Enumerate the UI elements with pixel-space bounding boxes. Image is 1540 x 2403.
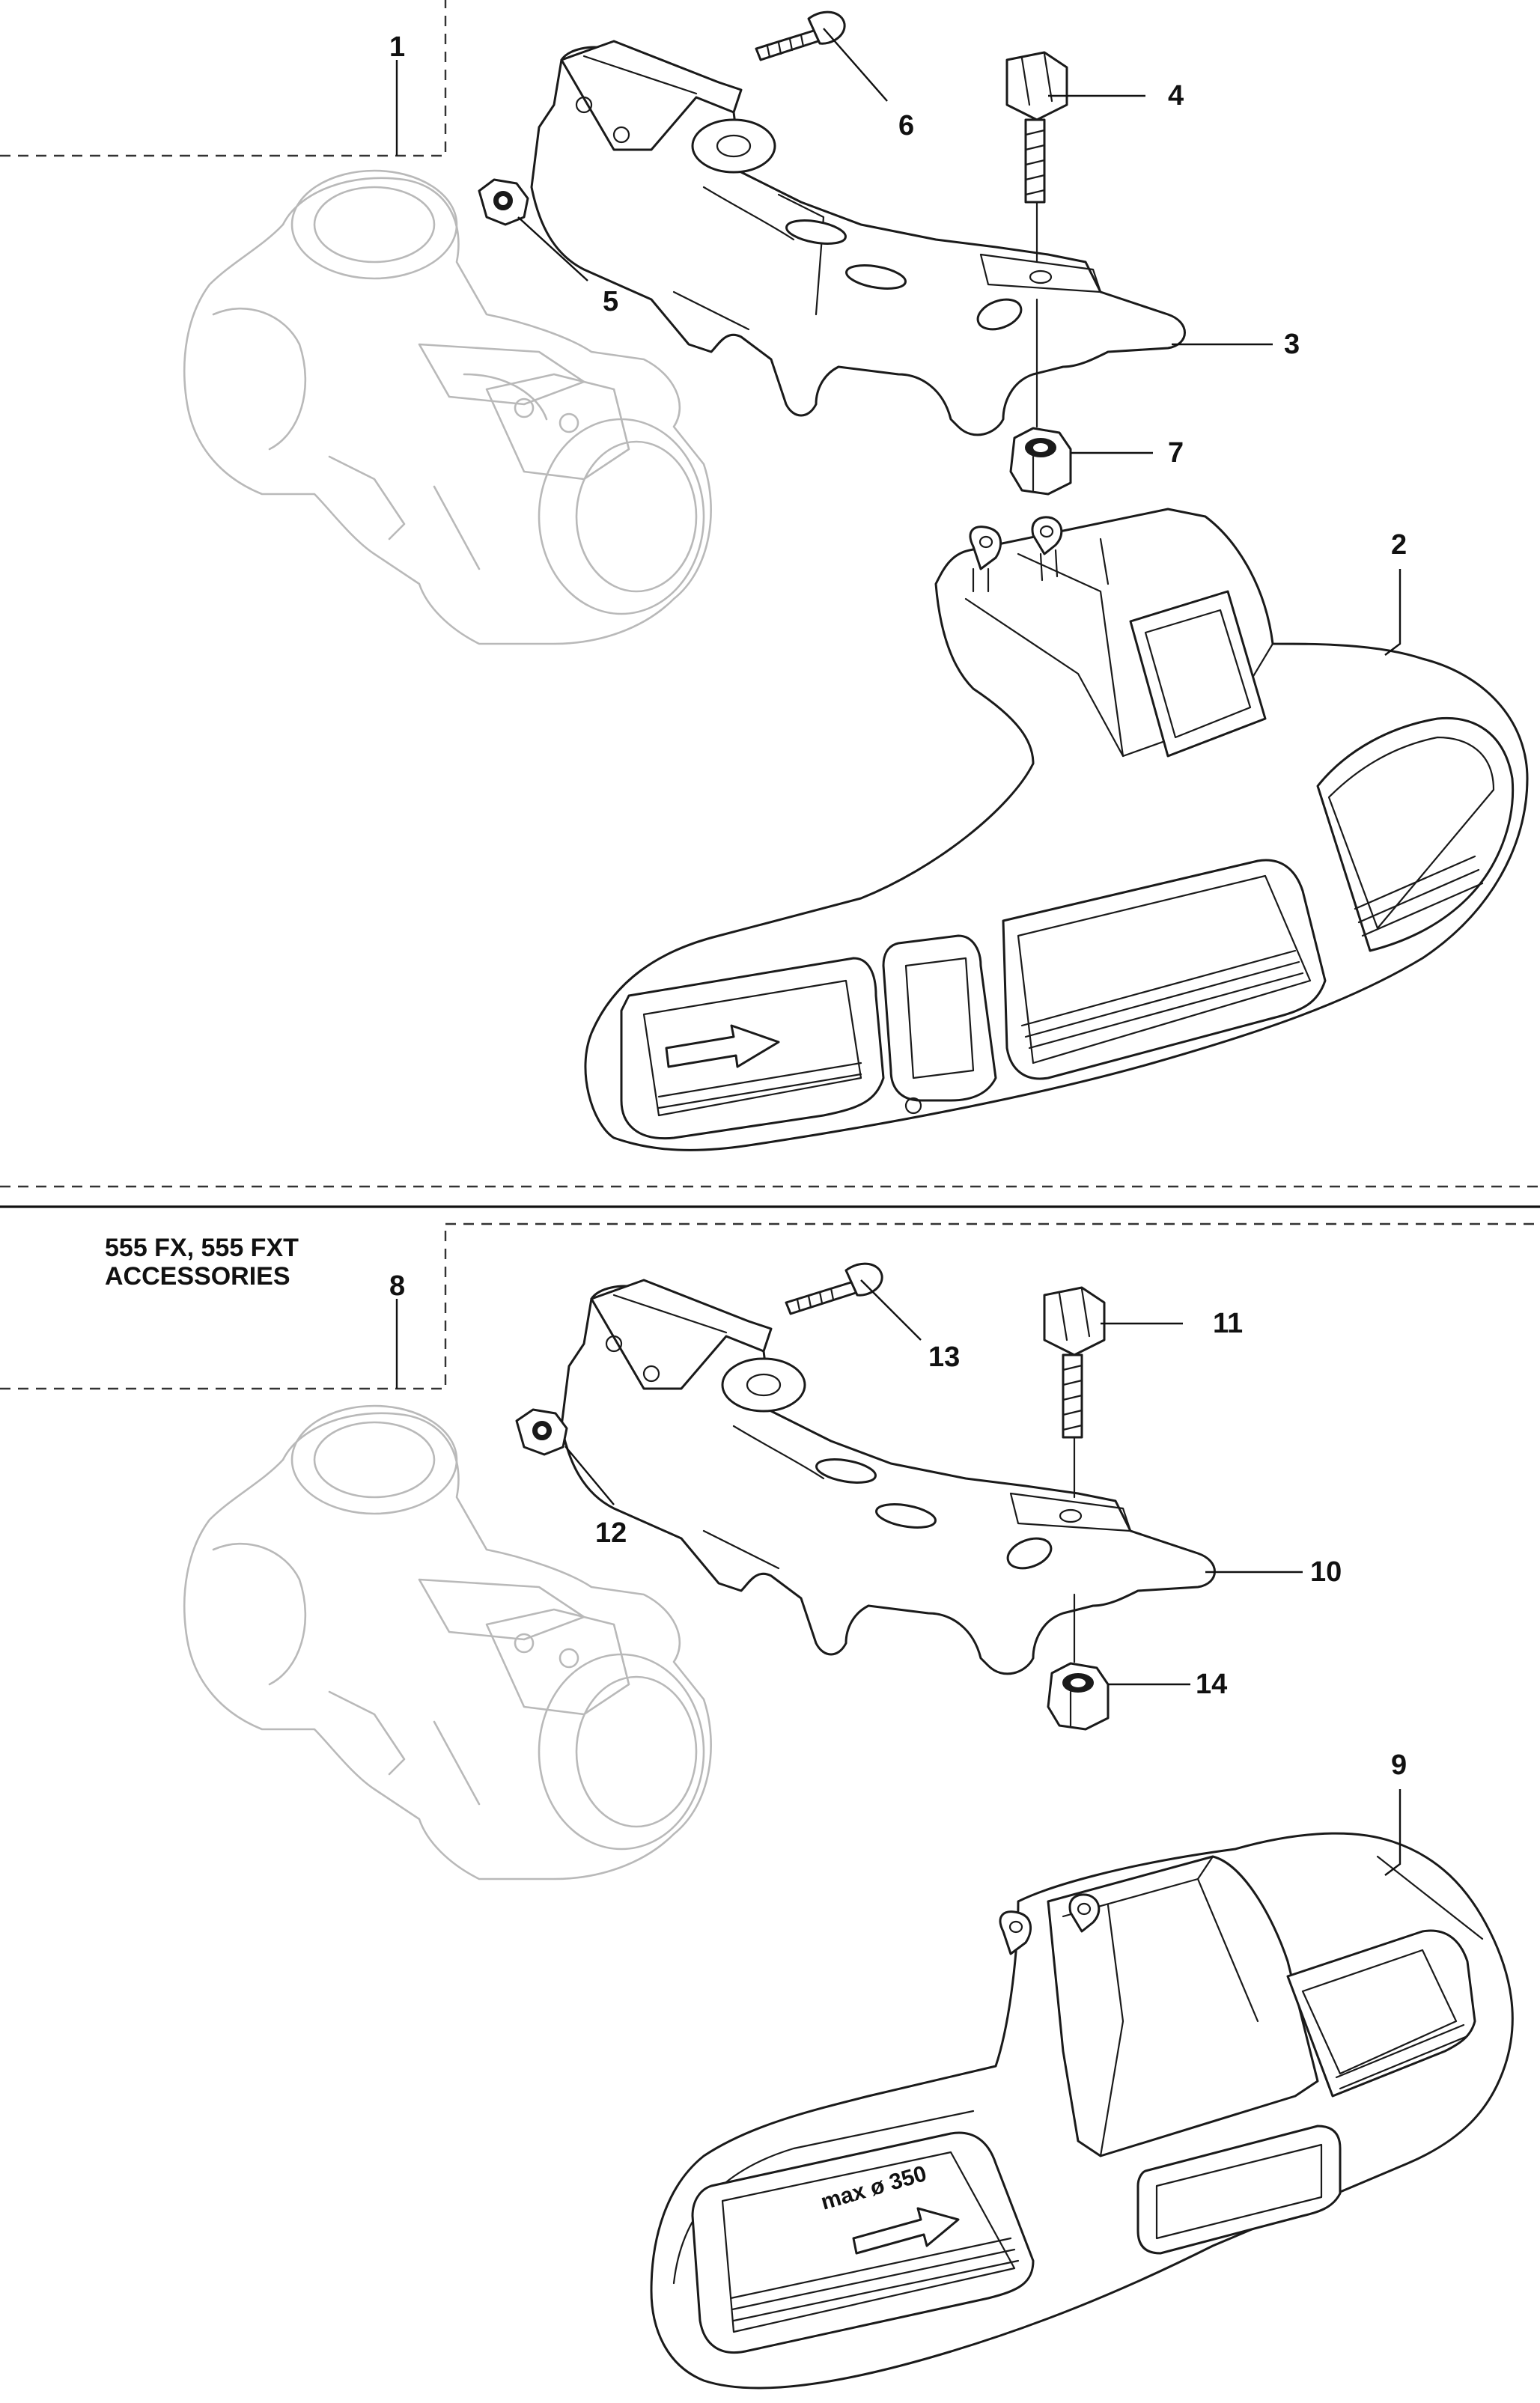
callout-6: 6 <box>898 110 914 141</box>
hex-nut-7 <box>1009 427 1072 496</box>
callout-5: 5 <box>603 286 618 317</box>
section-title-line1: 555 FX, 555 FXT <box>105 1234 299 1262</box>
callout-11: 11 <box>1213 1308 1243 1339</box>
leader-lines-upper <box>395 28 1401 656</box>
nut-5 <box>478 178 529 226</box>
reference-box-1 <box>0 0 447 157</box>
callout-4: 4 <box>1168 80 1184 112</box>
leader-lines-lower <box>395 1279 1401 1876</box>
rotation-arrow-icon <box>665 1024 780 1068</box>
callout-9: 9 <box>1391 1749 1407 1781</box>
callout-14: 14 <box>1196 1669 1227 1700</box>
gear-housing-ghost <box>183 169 712 645</box>
guard-bracket-3 <box>530 40 1186 436</box>
callout-7: 7 <box>1168 437 1184 469</box>
arrow-icon <box>852 2207 960 2255</box>
trimmer-guard-9 <box>650 1832 1514 2390</box>
section-title-line2: ACCESSORIES <box>105 1262 290 1291</box>
gear-housing-ghost-lower <box>183 1404 712 1880</box>
lower-section: 555 FX, 555 FXT ACCESSORIES <box>0 1228 1514 2390</box>
upper-section: 1 2 3 4 5 6 7 <box>0 0 1529 1151</box>
guard-bracket-10 <box>560 1279 1216 1675</box>
section-dividers <box>0 1185 1540 1225</box>
callout-1: 1 <box>389 31 405 63</box>
callout-10: 10 <box>1310 1556 1342 1588</box>
hex-nut-14 <box>1047 1662 1110 1731</box>
bolt-13 <box>785 1262 883 1315</box>
thumb-screw-11 <box>1043 1286 1106 1663</box>
callout-8: 8 <box>389 1270 405 1302</box>
callout-13: 13 <box>928 1341 960 1373</box>
callout-3: 3 <box>1284 329 1300 360</box>
nut-12 <box>515 1408 568 1456</box>
callout-2: 2 <box>1391 529 1407 561</box>
reference-box-8 <box>0 1228 447 1390</box>
callout-12: 12 <box>595 1517 627 1549</box>
thumb-screw-4 <box>1005 51 1068 428</box>
bolt-6 <box>755 10 846 61</box>
trimmer-guard-2 <box>584 508 1529 1151</box>
